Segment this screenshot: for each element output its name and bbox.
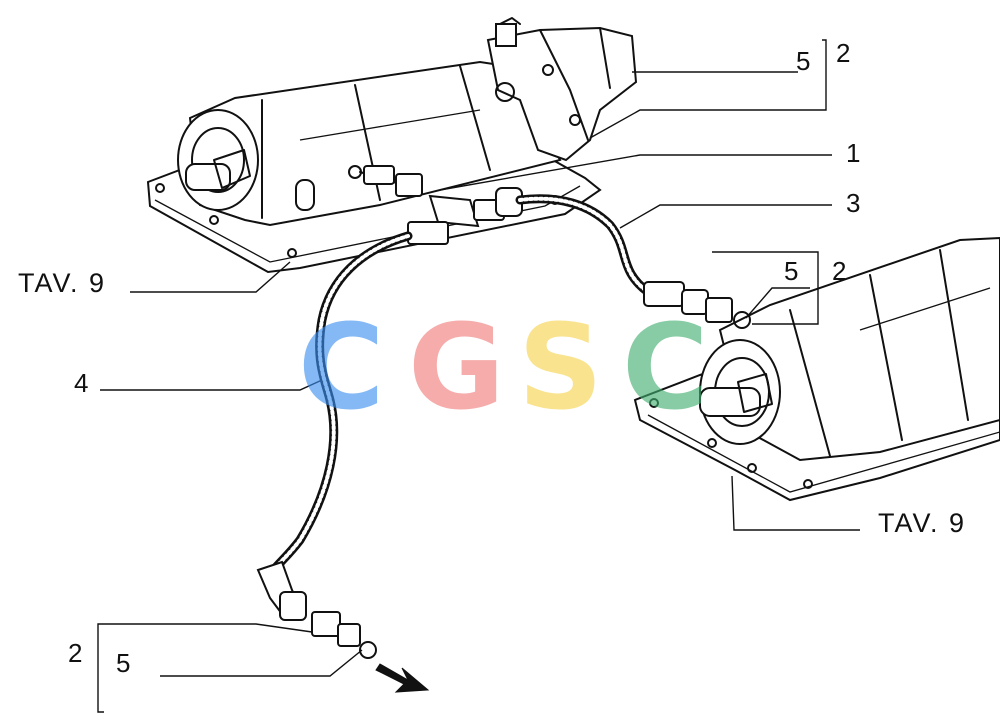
right-housing-assembly (633, 236, 1000, 502)
callout-top-2: 2 (836, 38, 850, 68)
watermark-letter-3: S (518, 298, 603, 436)
left-housing-assembly (146, 17, 638, 274)
callout-right-5: 5 (784, 256, 798, 286)
reference-tav-left: TAV. 9 (18, 268, 106, 298)
leader-lines (97, 39, 860, 713)
reference-tav-right: TAV. 9 (878, 508, 966, 538)
callout-4: 4 (74, 368, 88, 398)
callout-3: 3 (846, 188, 860, 218)
watermark-letter-2: G (408, 298, 505, 436)
callout-right-2: 2 (832, 256, 846, 286)
callout-top-5: 5 (796, 46, 810, 76)
callout-bottom-5: 5 (116, 648, 130, 678)
watermark-letter-4: C (622, 298, 709, 436)
callout-bottom-2: 2 (68, 638, 82, 668)
pipe-routing (256, 165, 751, 693)
callout-1: 1 (846, 138, 860, 168)
callout-labels: 5 2 1 3 5 2 4 2 5 TAV. 9 TAV. 9 (18, 38, 966, 678)
watermark: C G S C (298, 298, 709, 436)
watermark-letter-1: C (298, 298, 385, 436)
